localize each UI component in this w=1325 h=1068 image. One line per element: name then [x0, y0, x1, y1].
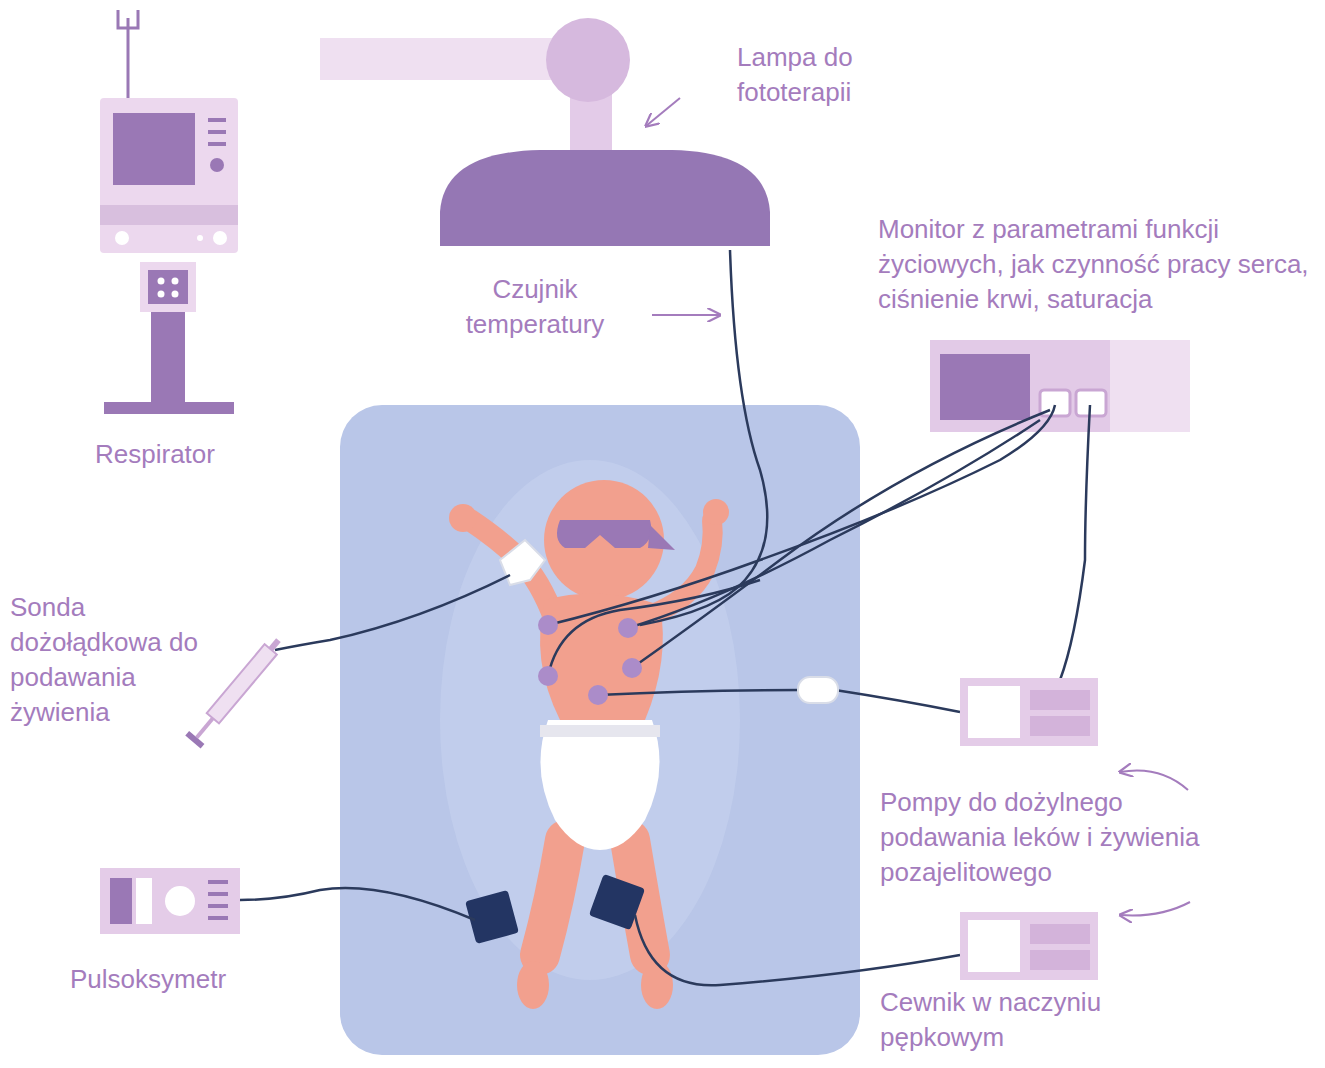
bed-shadow: [440, 460, 740, 980]
leader-arrow: [646, 98, 680, 126]
leader-arrow: [1120, 902, 1190, 915]
device-label: Sonda dożołądkowa do podawania żywienia: [10, 590, 210, 730]
electrodes: [538, 615, 642, 705]
device-label: Monitor z parametrami funkcji życiowych,…: [878, 212, 1318, 317]
pulse-oximeter: [100, 868, 240, 934]
vital-signs-monitor: [930, 340, 1190, 432]
sensor-clip: [798, 677, 838, 703]
leader-arrow: [652, 314, 720, 316]
device-label: Respirator: [95, 437, 295, 472]
device-label: Pulsoksymetr: [70, 962, 290, 997]
leader-arrow: [1120, 770, 1188, 790]
incubator-bed: [340, 405, 860, 1055]
infusion-pump: [960, 912, 1098, 980]
device-label: Czujnik temperatury: [435, 272, 635, 342]
phototherapy-lamp: [320, 18, 770, 246]
device-label: Cewnik w naczyniu pępkowym: [880, 985, 1180, 1055]
respirator-device: [100, 10, 238, 414]
syringe: [185, 634, 286, 749]
infusion-pump: [960, 678, 1098, 746]
device-label: Lampa do fototerapii: [737, 40, 912, 110]
baby-figure: [449, 480, 729, 1009]
device-label: Pompy do dożylnego podawania leków i żyw…: [880, 785, 1230, 890]
